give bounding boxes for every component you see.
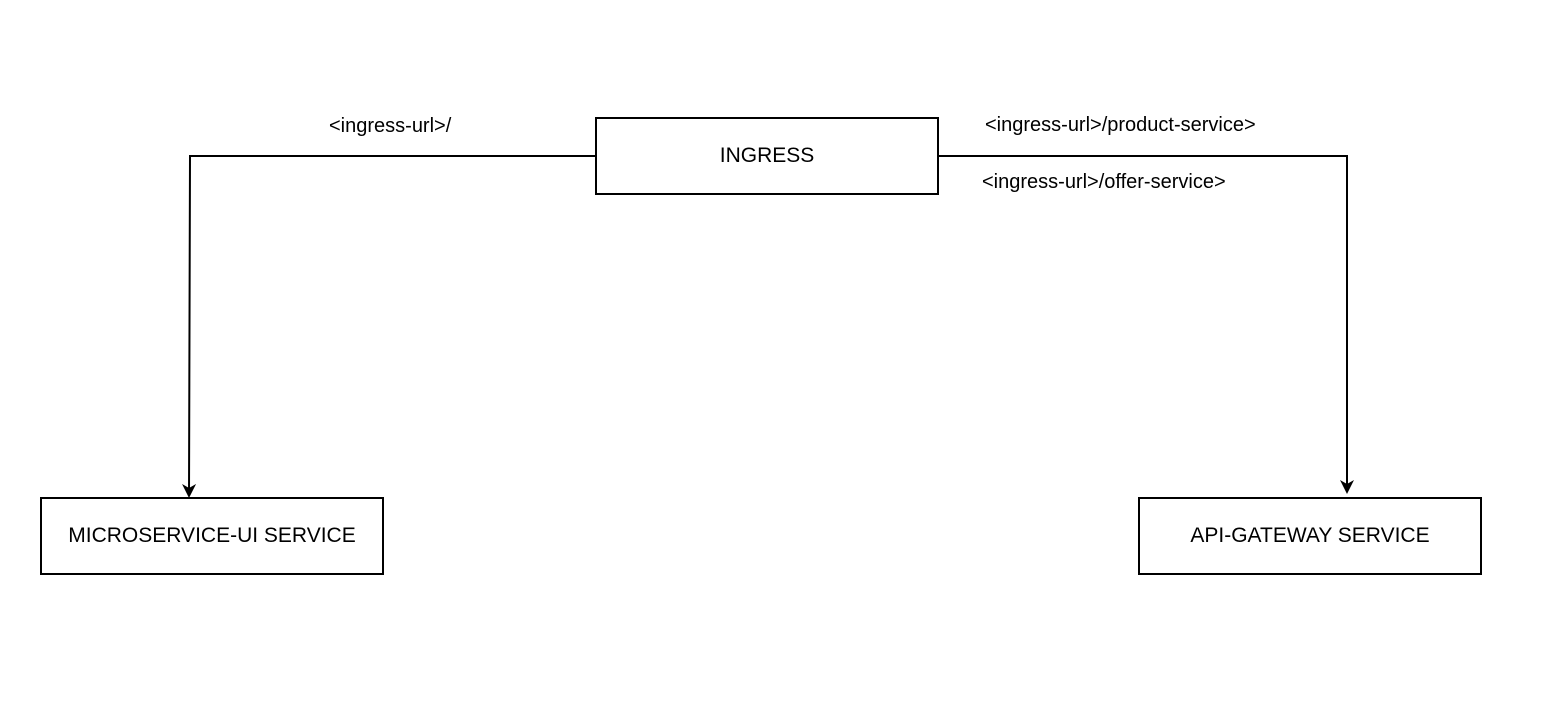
microservice-ui-service-label: MICROSERVICE-UI SERVICE xyxy=(68,524,356,547)
ingress-node[interactable]: INGRESS xyxy=(595,117,939,195)
api-gateway-service-label: API-GATEWAY SERVICE xyxy=(1190,524,1430,547)
edge-ingress-to-ui xyxy=(182,155,595,498)
edge-label-product-service-path: <ingress-url>/product-service> xyxy=(985,114,1256,136)
ingress-node-label: INGRESS xyxy=(719,144,815,167)
edge-label-root-path: <ingress-url>/ xyxy=(329,115,452,137)
edge-label-offer-service-path: <ingress-url>/offer-service> xyxy=(982,171,1226,193)
edge-ingress-to-gateway xyxy=(939,155,1354,494)
api-gateway-service-node[interactable]: API-GATEWAY SERVICE xyxy=(1138,497,1482,575)
microservice-ui-service-node[interactable]: MICROSERVICE-UI SERVICE xyxy=(40,497,384,575)
